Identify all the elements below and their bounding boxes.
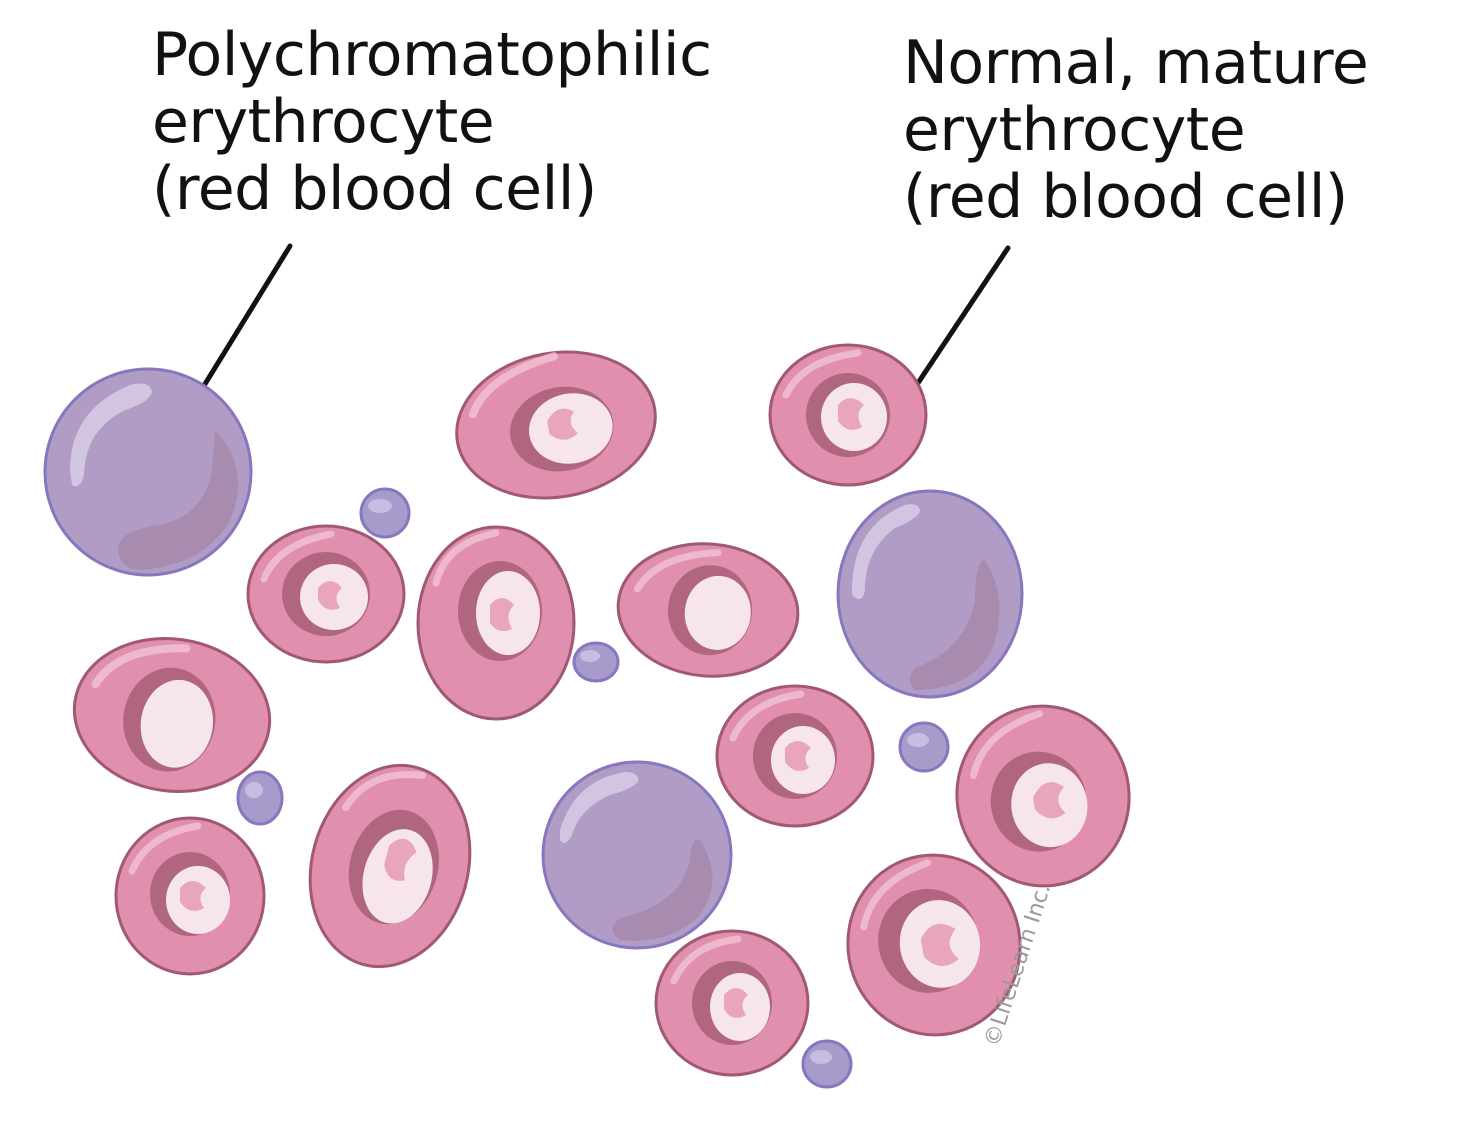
label-mature-erythrocyte: Normal, mature erythrocyte (red blood ce… [903, 28, 1369, 232]
mature-erythrocyte [455, 350, 657, 500]
label-line: (red blood cell) [903, 162, 1348, 232]
mature-erythrocyte [616, 542, 800, 678]
mature-erythrocyte [72, 637, 272, 793]
platelet [236, 770, 284, 826]
mature-erythrocyte [715, 684, 875, 828]
platelet [359, 487, 411, 539]
mature-erythrocyte [955, 704, 1131, 888]
leader-line-mature [909, 245, 1011, 395]
polychromatophilic-erythrocyte [541, 760, 733, 950]
label-line: erythrocyte [152, 87, 495, 157]
platelet [801, 1039, 853, 1089]
label-polychromatophilic-erythrocyte: Polychromatophilic erythrocyte (red bloo… [152, 22, 712, 223]
polychromatophilic-erythrocyte [43, 367, 253, 577]
leader-line-polychromatophilic [186, 243, 293, 413]
platelet [898, 721, 950, 773]
platelet [572, 641, 620, 683]
mature-erythrocyte [246, 524, 406, 664]
label-line: erythrocyte [903, 95, 1246, 165]
mature-erythrocyte [308, 763, 472, 969]
mature-erythrocyte [768, 343, 928, 487]
polychromatophilic-erythrocyte [836, 489, 1024, 699]
mature-erythrocyte [846, 853, 1022, 1037]
label-line: Normal, mature [903, 28, 1369, 98]
label-line: (red blood cell) [152, 154, 597, 224]
mature-erythrocyte [416, 525, 576, 721]
mature-erythrocyte [654, 929, 810, 1077]
mature-erythrocyte [114, 816, 266, 976]
label-line: Polychromatophilic [152, 20, 712, 90]
